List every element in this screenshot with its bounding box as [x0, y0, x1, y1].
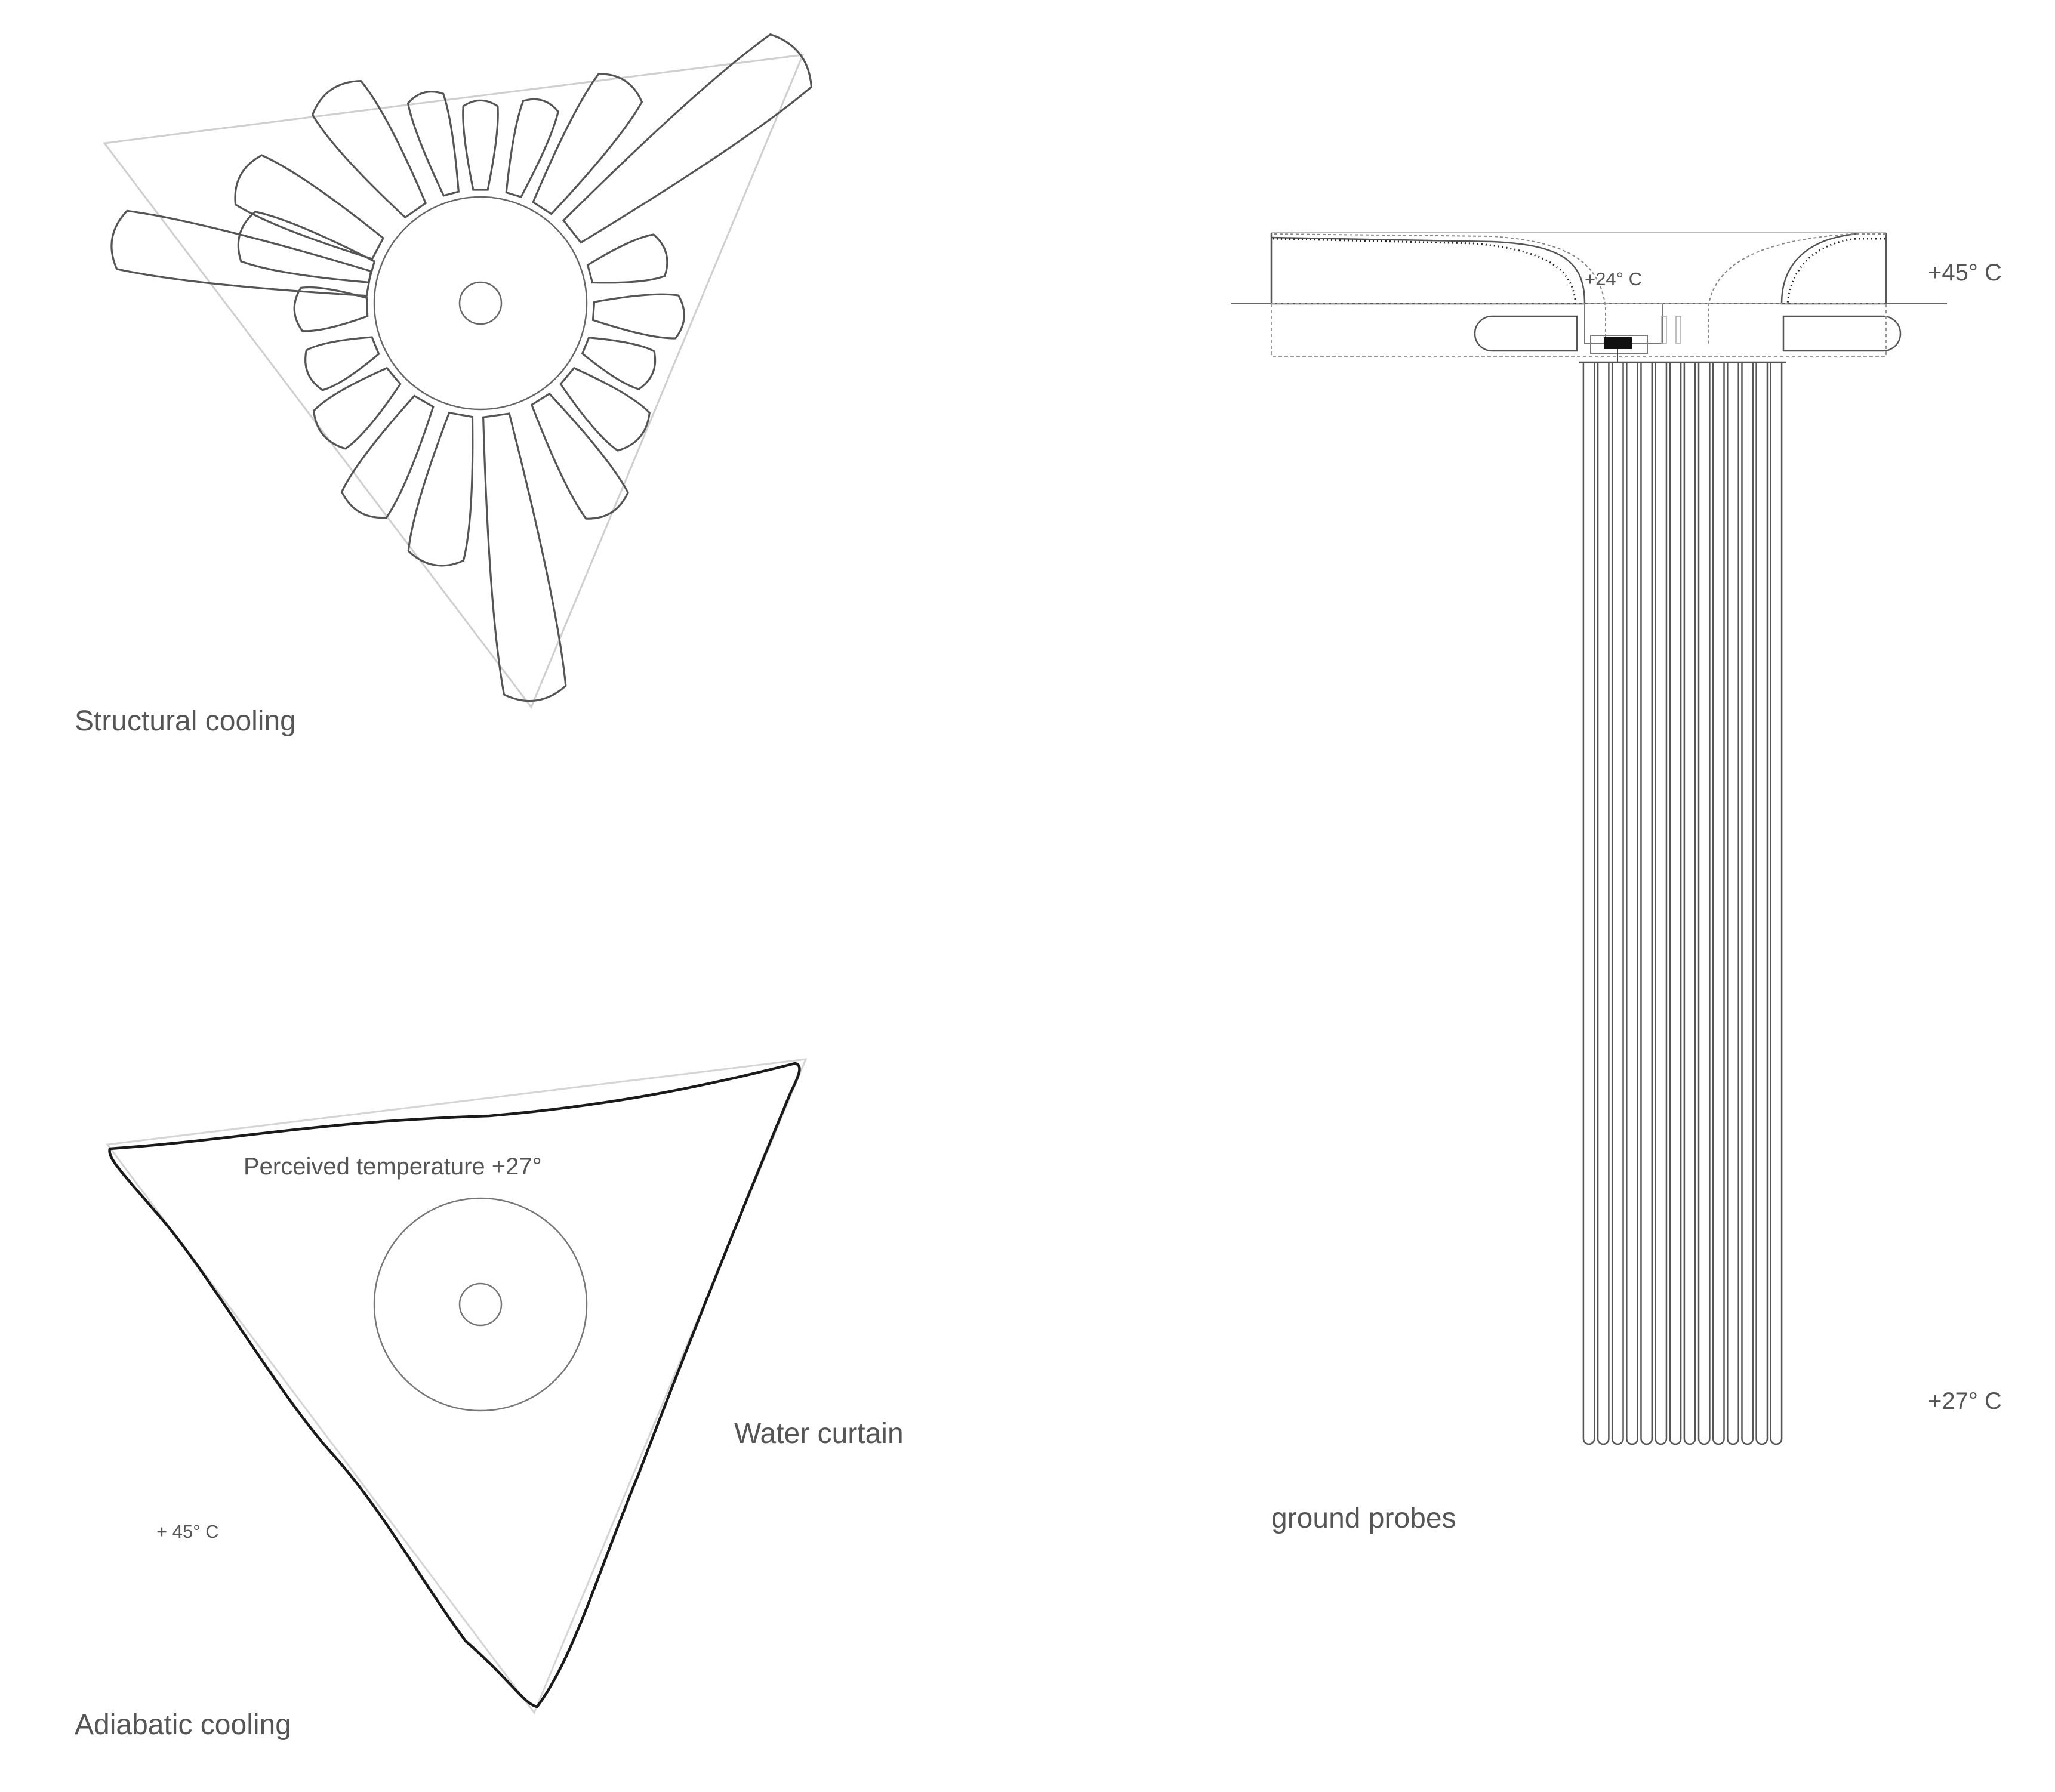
cooling-petal — [293, 286, 369, 332]
heat-exchanger-unit — [1604, 337, 1632, 349]
canopy-left-dotted — [1272, 238, 1577, 304]
cooling-petal — [406, 91, 460, 197]
adiabatic-outer-ring — [373, 1197, 588, 1412]
cooling-petal — [581, 337, 657, 390]
cooling-petal — [304, 336, 380, 391]
ground-probe — [1727, 362, 1739, 1445]
structural-cooling-plan — [103, 33, 813, 709]
cooling-petal — [586, 233, 668, 284]
inner-temp-label: +24° C — [1585, 269, 1642, 289]
outside-temp-right-label: +45° C — [1928, 260, 2002, 286]
stem-slot-a — [1661, 316, 1667, 344]
structural-cooling-label: Structural cooling — [75, 705, 296, 737]
petal-group — [110, 33, 813, 702]
ground-probe — [1611, 362, 1624, 1445]
cooling-petal — [559, 366, 651, 452]
stem-slot-b — [1675, 316, 1681, 344]
cooling-petal — [530, 392, 629, 520]
perceived-temperature-label: Perceived temperature +27° — [244, 1153, 542, 1180]
cooling-petal — [312, 366, 402, 450]
cooling-petal — [234, 154, 385, 260]
canopy-left-wing — [1270, 233, 1586, 305]
probe-group — [1582, 362, 1783, 1445]
ground-temp-label: +27° C — [1928, 1388, 2002, 1414]
ground-probe — [1669, 362, 1682, 1445]
cooling-petal — [237, 211, 376, 283]
adiabatic-cooling-label: Adiabatic cooling — [75, 1709, 291, 1741]
cooling-petal — [110, 209, 372, 297]
cooling-petal — [591, 293, 685, 340]
canopy-left-dashed — [1274, 233, 1606, 346]
water-curtain-label: Water curtain — [734, 1418, 904, 1449]
cooling-petal — [562, 33, 813, 244]
adiabatic-cooling-plan — [106, 1058, 808, 1715]
right-chamber — [1782, 315, 1902, 352]
ground-probes-label: ground probes — [1271, 1503, 1456, 1534]
ground-probe — [1755, 362, 1769, 1445]
ground-probe — [1597, 362, 1610, 1445]
structural-inner-ring — [458, 281, 503, 325]
ground-probes-section — [1231, 232, 1947, 1445]
water-curtain-outline — [108, 1062, 801, 1708]
ground-probe — [1626, 362, 1638, 1445]
ground-probe — [1770, 362, 1783, 1445]
canopy-right-dotted — [1786, 238, 1885, 304]
heat-exchanger-frame — [1590, 335, 1648, 354]
base-slab-dashed — [1271, 303, 1887, 357]
cooling-petal — [407, 411, 474, 567]
adiabatic-outer-triangle — [106, 1058, 808, 1715]
ground-probe — [1697, 362, 1711, 1445]
ground-probe — [1712, 362, 1725, 1445]
ground-probe — [1640, 362, 1653, 1445]
canopy-right-wing — [1780, 233, 1887, 305]
adiabatic-inner-ring — [458, 1282, 503, 1327]
cooling-petal — [482, 412, 567, 702]
ground-probe — [1582, 362, 1595, 1445]
cooling-petal — [462, 99, 499, 191]
cooling-petal — [505, 98, 559, 198]
cooling-petal — [311, 79, 427, 219]
ground-probe — [1741, 362, 1754, 1445]
structural-outer-ring — [373, 196, 588, 411]
cooling-petal — [340, 394, 435, 519]
canopy-right-dashed — [1708, 233, 1886, 346]
left-chamber — [1474, 315, 1578, 352]
ground-probe — [1683, 362, 1696, 1445]
ground-probe — [1655, 362, 1668, 1445]
outside-temperature-label: + 45° C — [156, 1521, 219, 1542]
cooling-petal — [532, 73, 643, 215]
